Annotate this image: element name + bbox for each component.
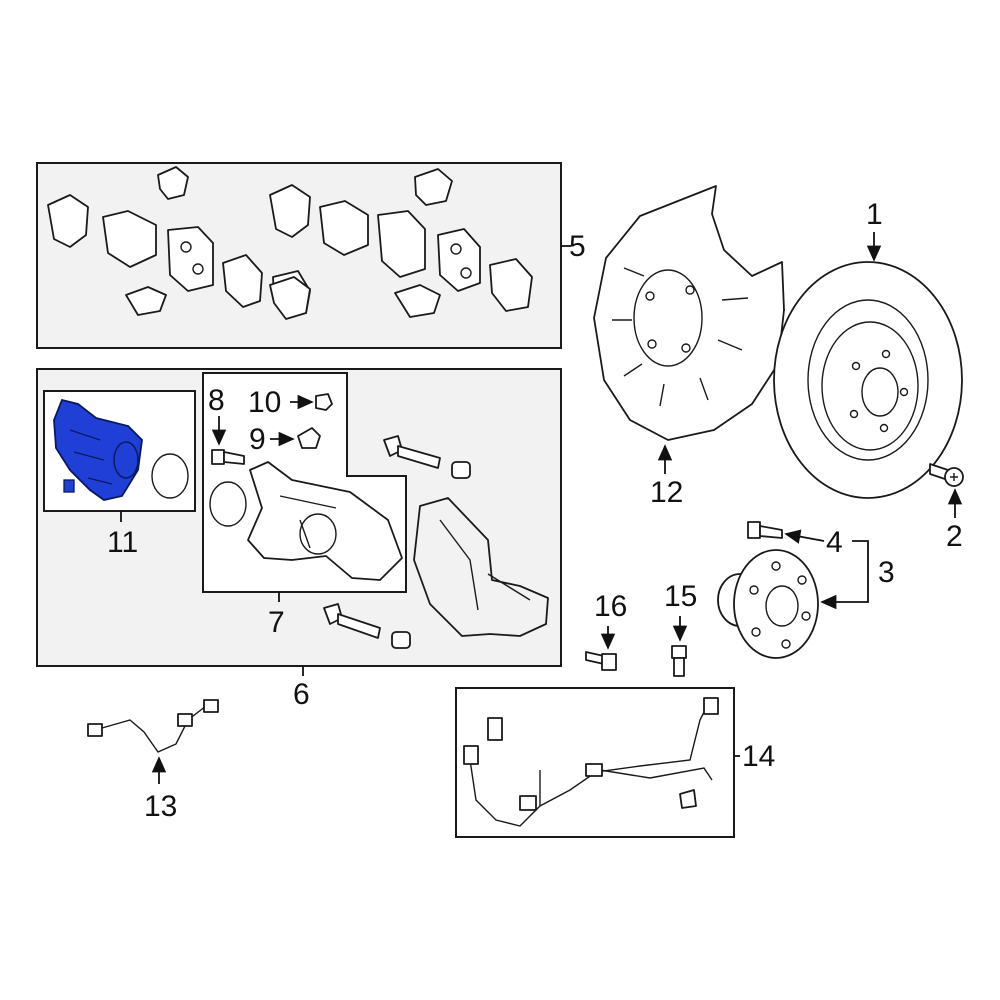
- pad-kit-box[interactable]: [36, 162, 562, 349]
- guide-pin-lower-part[interactable]: [323, 603, 411, 649]
- rotor-screw-part[interactable]: [929, 463, 964, 487]
- bolt-16-part[interactable]: [585, 651, 617, 671]
- brake-hose-part[interactable]: [87, 699, 219, 753]
- caliper-bracket-part[interactable]: [413, 497, 549, 637]
- caliper-motor-part[interactable]: [53, 398, 189, 501]
- bolt-15-part[interactable]: [671, 645, 687, 677]
- hub-bearing-part[interactable]: [717, 549, 819, 659]
- callout-10: 10: [248, 386, 281, 419]
- callout-7: 7: [268, 606, 285, 639]
- callout-13: 13: [144, 790, 177, 823]
- callout-9: 9: [249, 423, 266, 456]
- dust-shield-part[interactable]: [593, 185, 785, 441]
- bleeder-9-part[interactable]: [297, 427, 321, 449]
- caliper-body-part[interactable]: [209, 461, 403, 581]
- guide-pin-upper-part[interactable]: [383, 435, 471, 479]
- bolt-8-part[interactable]: [211, 449, 245, 465]
- callout-16: 16: [594, 590, 627, 623]
- callout-11: 11: [107, 526, 138, 559]
- callout-5: 5: [569, 230, 586, 263]
- callout-2: 2: [946, 520, 963, 553]
- brake-rotor-part[interactable]: [773, 261, 963, 499]
- wheel-stud-part[interactable]: [747, 521, 783, 539]
- callout-1: 1: [866, 198, 883, 231]
- callout-6: 6: [293, 678, 310, 711]
- callout-4: 4: [826, 526, 843, 559]
- callout-14: 14: [742, 740, 775, 773]
- callout-15: 15: [664, 580, 697, 613]
- callout-12: 12: [650, 476, 683, 509]
- callout-3: 3: [878, 556, 895, 589]
- abs-harness-box[interactable]: [455, 687, 735, 838]
- cap-10-part[interactable]: [315, 393, 333, 411]
- callout-8: 8: [208, 384, 225, 417]
